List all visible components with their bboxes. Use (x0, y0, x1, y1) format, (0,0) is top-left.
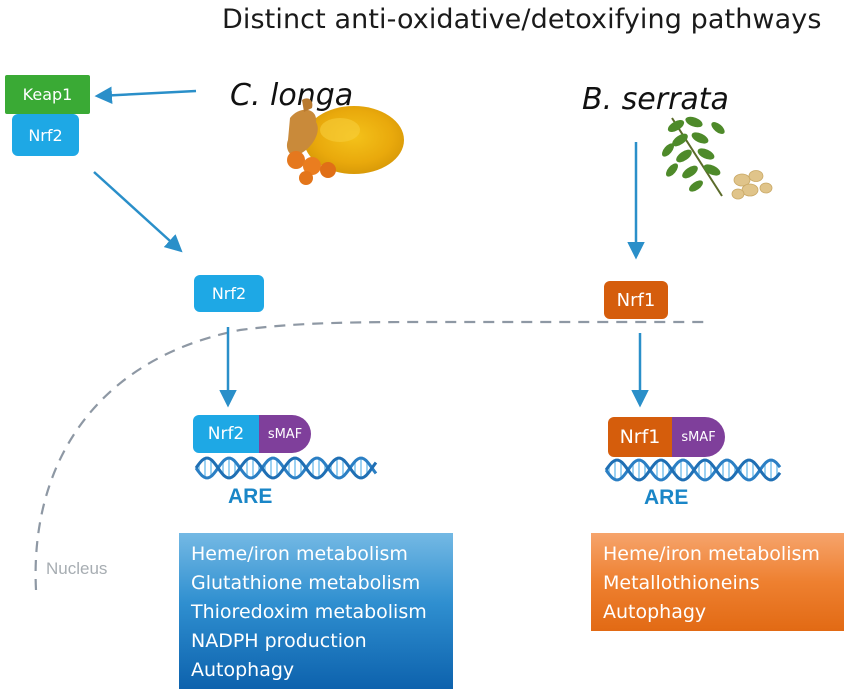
target-item: Metallothioneins (603, 572, 760, 594)
smaf-right-box: sMAF (672, 417, 725, 457)
turmeric-image (286, 98, 404, 185)
species-label-left: C. longa (230, 78, 354, 113)
are-label-left: ARE (228, 485, 273, 508)
arrow-clonga-to-keap1 (94, 86, 197, 105)
dna-helix-icon (604, 458, 782, 482)
target-item: Glutathione metabolism (191, 572, 421, 594)
nrf2-translocated-box: Nrf2 (194, 275, 264, 312)
target-item: Heme/iron metabolism (603, 543, 820, 565)
nrf2-target-list: Heme/iron metabolism Glutathione metabol… (179, 533, 453, 689)
target-item: Autophagy (191, 659, 295, 681)
nrf2-cytoplasm-box: Nrf2 (12, 114, 79, 156)
dna-strand (604, 458, 782, 482)
keap1-box: Keap1 (5, 75, 90, 114)
dna-strand (604, 458, 782, 482)
arrow-nrf2-release (93, 171, 183, 253)
target-item: NADPH production (191, 630, 367, 652)
nucleus-label: Nucleus (46, 559, 108, 578)
nrf1-target-list: Heme/iron metabolism Metallothioneins Au… (591, 533, 844, 631)
species-label-right: B. serrata (582, 82, 729, 117)
nrf1-translocated-box: Nrf1 (604, 281, 668, 319)
dna-strand (194, 456, 378, 480)
dna-helix-icon (194, 456, 378, 480)
dna-strand (194, 456, 378, 480)
are-label-right: ARE (644, 486, 689, 509)
figure-title: Distinct anti-oxidative/detoxifying path… (222, 4, 822, 35)
nrf1-are-complex-box: Nrf1 (608, 417, 672, 457)
smaf-left-box: sMAF (259, 415, 311, 453)
target-item: Thioredoxim metabolism (191, 601, 427, 623)
nrf2-are-complex-box: Nrf2 (193, 415, 259, 453)
nucleus-boundary (34, 320, 708, 591)
target-item: Heme/iron metabolism (191, 543, 408, 565)
target-item: Autophagy (603, 601, 707, 623)
boswellia-image (662, 116, 773, 200)
